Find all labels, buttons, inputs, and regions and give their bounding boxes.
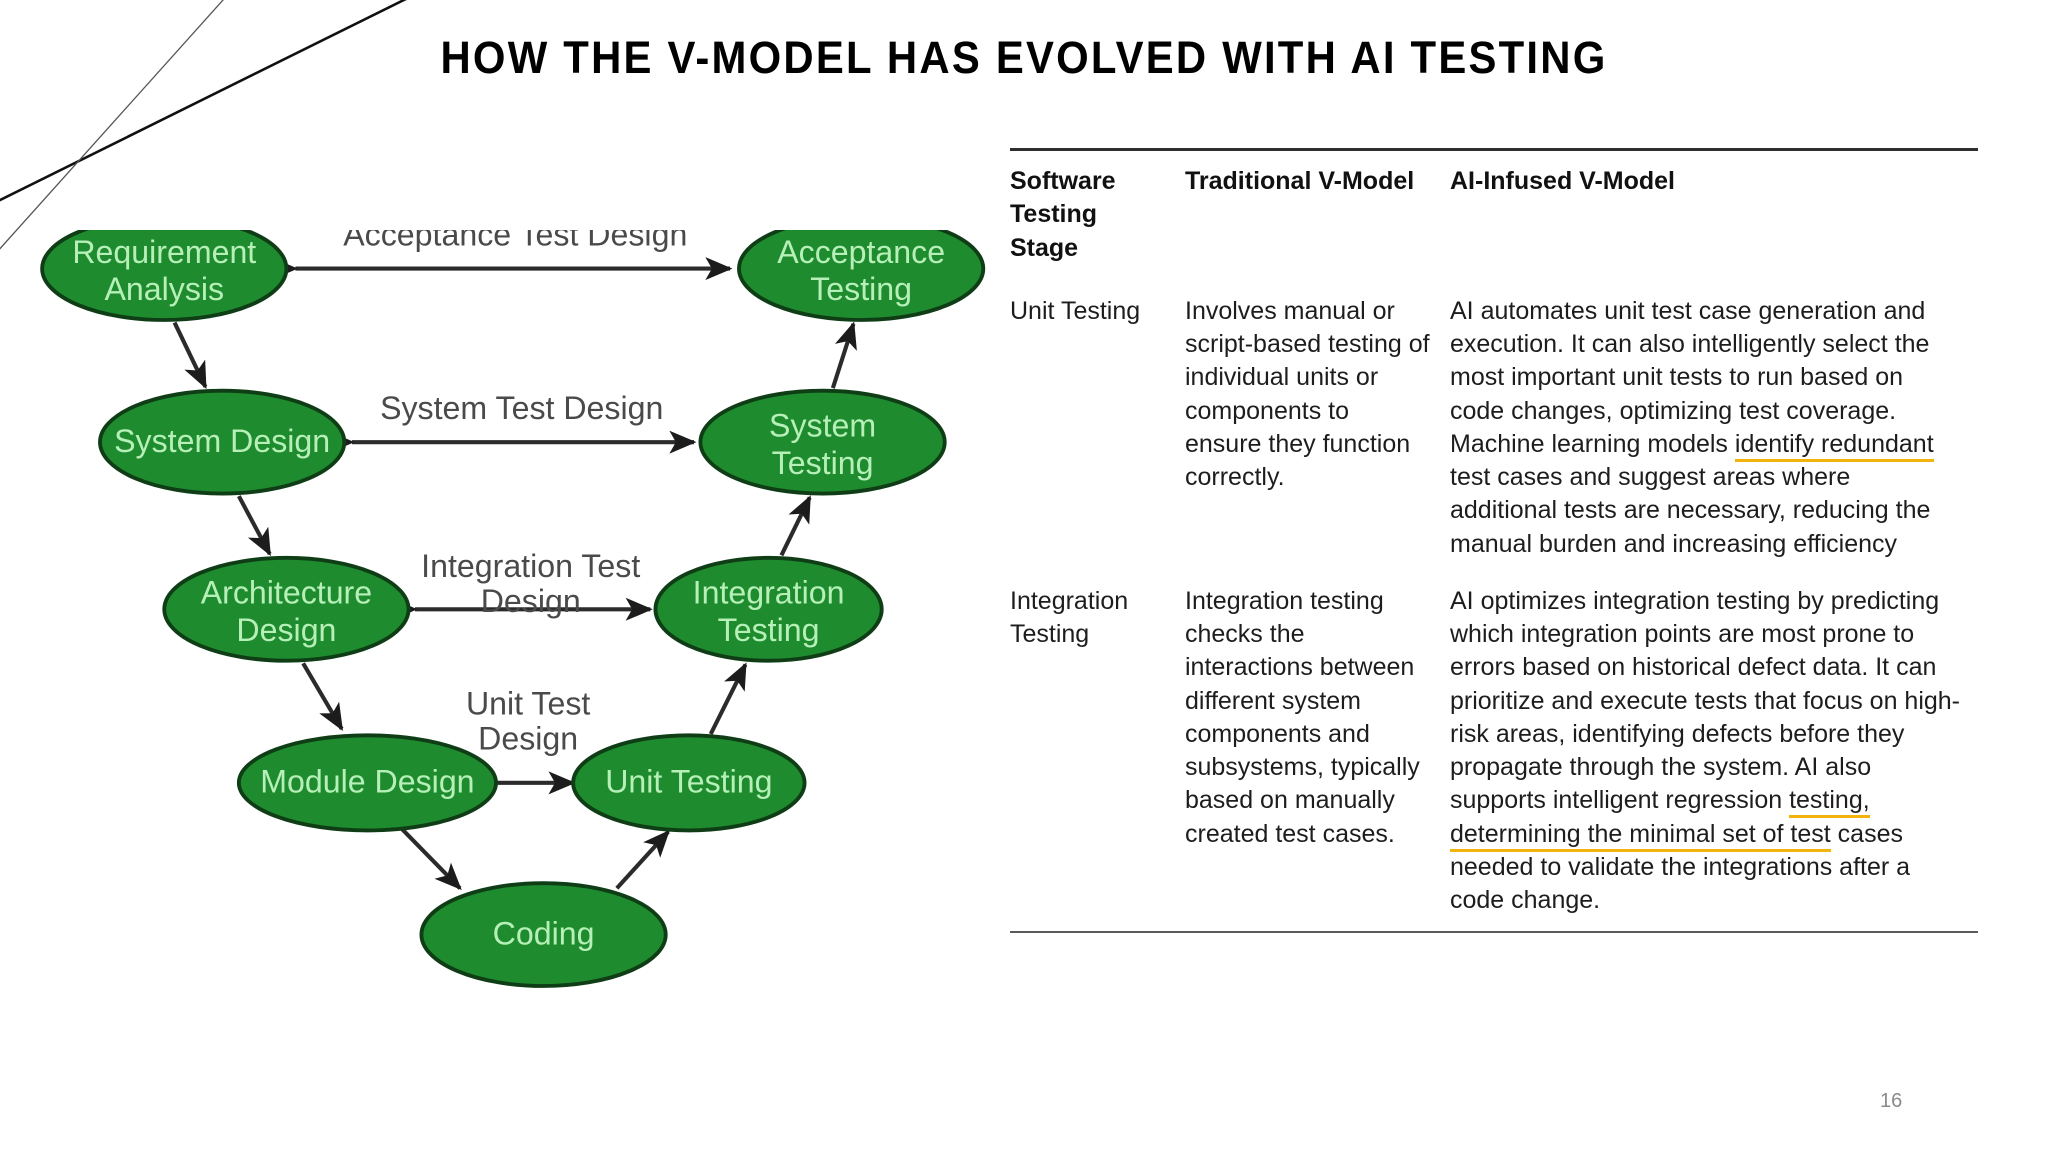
edge-req-to-sysdesign xyxy=(172,321,208,390)
node-coding[interactable]: Coding xyxy=(419,881,668,988)
highlighted-text-minimal-set-of-test: testing, determining the minimal set of … xyxy=(1450,786,1870,852)
node-label-unit-testing: Unit Testing xyxy=(605,764,772,800)
column-header-traditional-v-model: Traditional V-Model xyxy=(1185,167,1415,195)
cell-ai-integration-testing: AI optimizes integration testing by pred… xyxy=(1450,575,1978,932)
cell-stage-unit-testing: Unit Testing xyxy=(1010,296,1141,325)
page-number: 16 xyxy=(1880,1090,1903,1112)
edge-unittesting-to-integrationtesting xyxy=(708,662,748,735)
svg-text:Unit Test: Unit Test xyxy=(466,686,590,722)
cell-traditional-unit-testing: Involves manual or script-based testing … xyxy=(1185,296,1430,491)
node-label-requirement-analysis-line2: Analysis xyxy=(104,271,224,307)
node-architecture-design[interactable]: Architecture Design xyxy=(162,555,411,663)
node-label-acceptance-testing-line1: Acceptance xyxy=(777,234,945,270)
cell-ai-unit-testing: AI automates unit test case generation a… xyxy=(1450,285,1978,575)
svg-text:Acceptance Test Design: Acceptance Test Design xyxy=(343,230,687,252)
node-system-testing[interactable]: System Testing xyxy=(698,388,947,496)
edge-label-system-test-design: System Test Design xyxy=(380,390,663,426)
v-model-diagram: Requirement Analysis System Design Archi… xyxy=(10,230,1000,1070)
node-module-design[interactable]: Module Design xyxy=(236,733,498,833)
column-header-software-testing-stage: Software Testing Stage xyxy=(1010,151,1185,285)
edge-sysdesign-to-archdesign xyxy=(237,495,272,557)
node-label-system-testing-line2: Testing xyxy=(772,445,874,481)
node-acceptance-testing[interactable]: Acceptance Testing xyxy=(737,230,986,322)
edge-systemtesting-to-acceptancetesting xyxy=(830,321,857,389)
table-row: Unit Testing Involves manual or script-b… xyxy=(1010,285,1978,575)
svg-text:Integration Test: Integration Test xyxy=(421,548,640,584)
page-title: HOW THE V-MODEL HAS EVOLVED WITH AI TEST… xyxy=(440,32,1608,83)
table-header-row: Software Testing Stage Traditional V-Mod… xyxy=(1010,151,1978,285)
node-label-integration-testing-line2: Testing xyxy=(718,612,820,648)
svg-text:Design: Design xyxy=(478,720,578,756)
edge-archdesign-to-moduledesign xyxy=(301,662,344,731)
cell-traditional-integration-testing: Integration testing checks the interacti… xyxy=(1185,586,1420,848)
highlighted-text-identify-redundant: identify redundant xyxy=(1734,429,1934,462)
node-label-architecture-design-line2: Design xyxy=(236,612,336,648)
node-label-architecture-design-line1: Architecture xyxy=(201,575,372,611)
node-label-system-design: System Design xyxy=(114,423,330,459)
v-model-comparison-table: Software Testing Stage Traditional V-Mod… xyxy=(1010,148,1978,934)
node-label-acceptance-testing-line2: Testing xyxy=(810,271,912,307)
edge-coding-to-unittesting xyxy=(615,829,670,890)
edge-label-acceptance-test-design: Acceptance Test Design xyxy=(343,230,687,252)
cell-stage-integration-testing: Integration Testing xyxy=(1010,586,1129,648)
cell-ai-integration-testing-part2: cases needed to validate the integration… xyxy=(1450,819,1911,915)
edge-label-unit-test-design: Unit Test Design xyxy=(466,686,590,757)
cell-ai-integration-testing-part1: AI optimizes integration testing by pred… xyxy=(1450,586,1961,815)
edge-integrationtesting-to-systemtesting xyxy=(779,495,812,557)
table-top-rule xyxy=(1010,148,1978,151)
edge-moduledesign-to-coding xyxy=(400,827,462,891)
node-label-system-testing-line1: System xyxy=(769,407,876,443)
column-header-stage-line1: Software xyxy=(1010,167,1116,195)
decorative-line-thick xyxy=(0,0,407,202)
node-label-module-design: Module Design xyxy=(260,764,474,800)
table-bottom-rule xyxy=(1010,931,1978,934)
node-label-requirement-analysis-line1: Requirement xyxy=(72,234,256,270)
column-header-stage-line2: Testing Stage xyxy=(1010,200,1098,262)
node-system-design[interactable]: System Design xyxy=(98,388,347,496)
node-label-integration-testing-line1: Integration xyxy=(693,575,845,611)
node-unit-testing[interactable]: Unit Testing xyxy=(571,733,807,833)
edge-label-integration-test-design: Integration Test Design xyxy=(421,548,640,619)
table-row: Integration Testing Integration testing … xyxy=(1010,575,1978,932)
node-integration-testing[interactable]: Integration Testing xyxy=(653,555,884,663)
cell-ai-unit-testing-part2: test cases and suggest areas where addit… xyxy=(1450,463,1931,558)
cell-ai-unit-testing-part1: AI automates unit test case generation a… xyxy=(1450,296,1930,458)
node-requirement-analysis[interactable]: Requirement Analysis xyxy=(40,230,289,322)
svg-text:Design: Design xyxy=(481,583,581,619)
svg-text:System Test Design: System Test Design xyxy=(380,390,663,426)
column-header-ai-infused-v-model: AI-Infused V-Model xyxy=(1450,167,1675,195)
node-label-coding: Coding xyxy=(493,915,595,951)
